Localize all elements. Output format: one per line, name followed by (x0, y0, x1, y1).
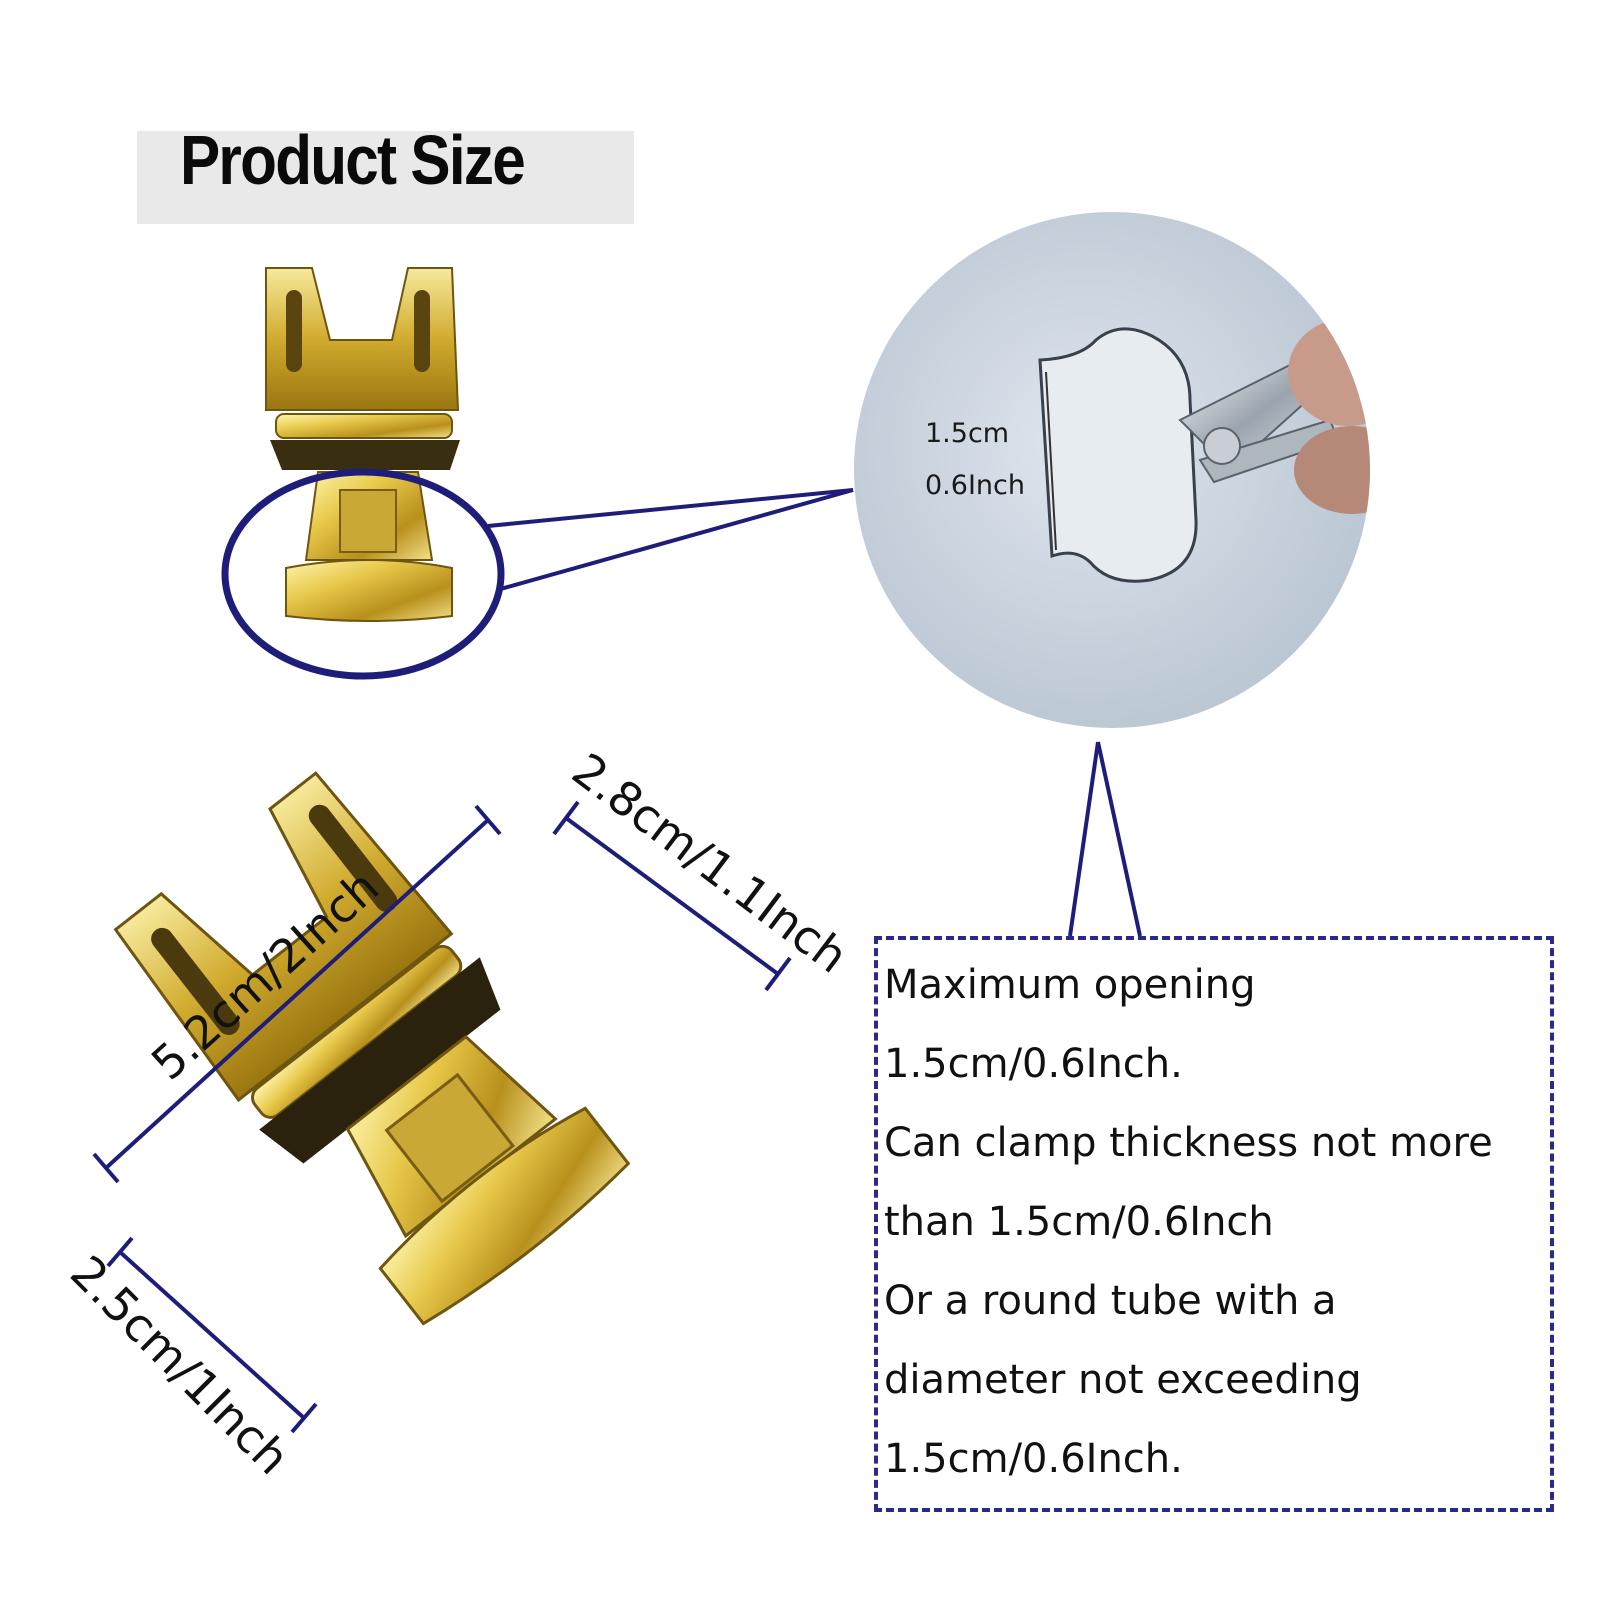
small-clip-illustration (265, 267, 460, 622)
callout-line: than 1.5cm/0.6Inch (884, 1199, 1274, 1245)
opening-cm-label: 1.5cm (925, 418, 1010, 449)
large-clip-illustration (113, 771, 631, 1326)
title-band (137, 131, 634, 224)
page-title: Product Size (180, 121, 526, 199)
opening-inch-label: 0.6Inch (925, 470, 1025, 501)
callout-line: 1.5cm/0.6Inch. (884, 1041, 1183, 1087)
detail-circle (854, 212, 1370, 728)
callout-line: 1.5cm/0.6Inch. (884, 1436, 1183, 1482)
callout-line: Or a round tube with a (884, 1278, 1337, 1324)
callout-line: Can clamp thickness not more (884, 1120, 1493, 1166)
highlight-ellipse (221, 468, 505, 680)
callout-box (874, 936, 1554, 1512)
callout-line: Maximum opening (884, 962, 1256, 1008)
callout-line: diameter not exceeding (884, 1357, 1362, 1403)
dimension-lines (92, 800, 792, 1434)
